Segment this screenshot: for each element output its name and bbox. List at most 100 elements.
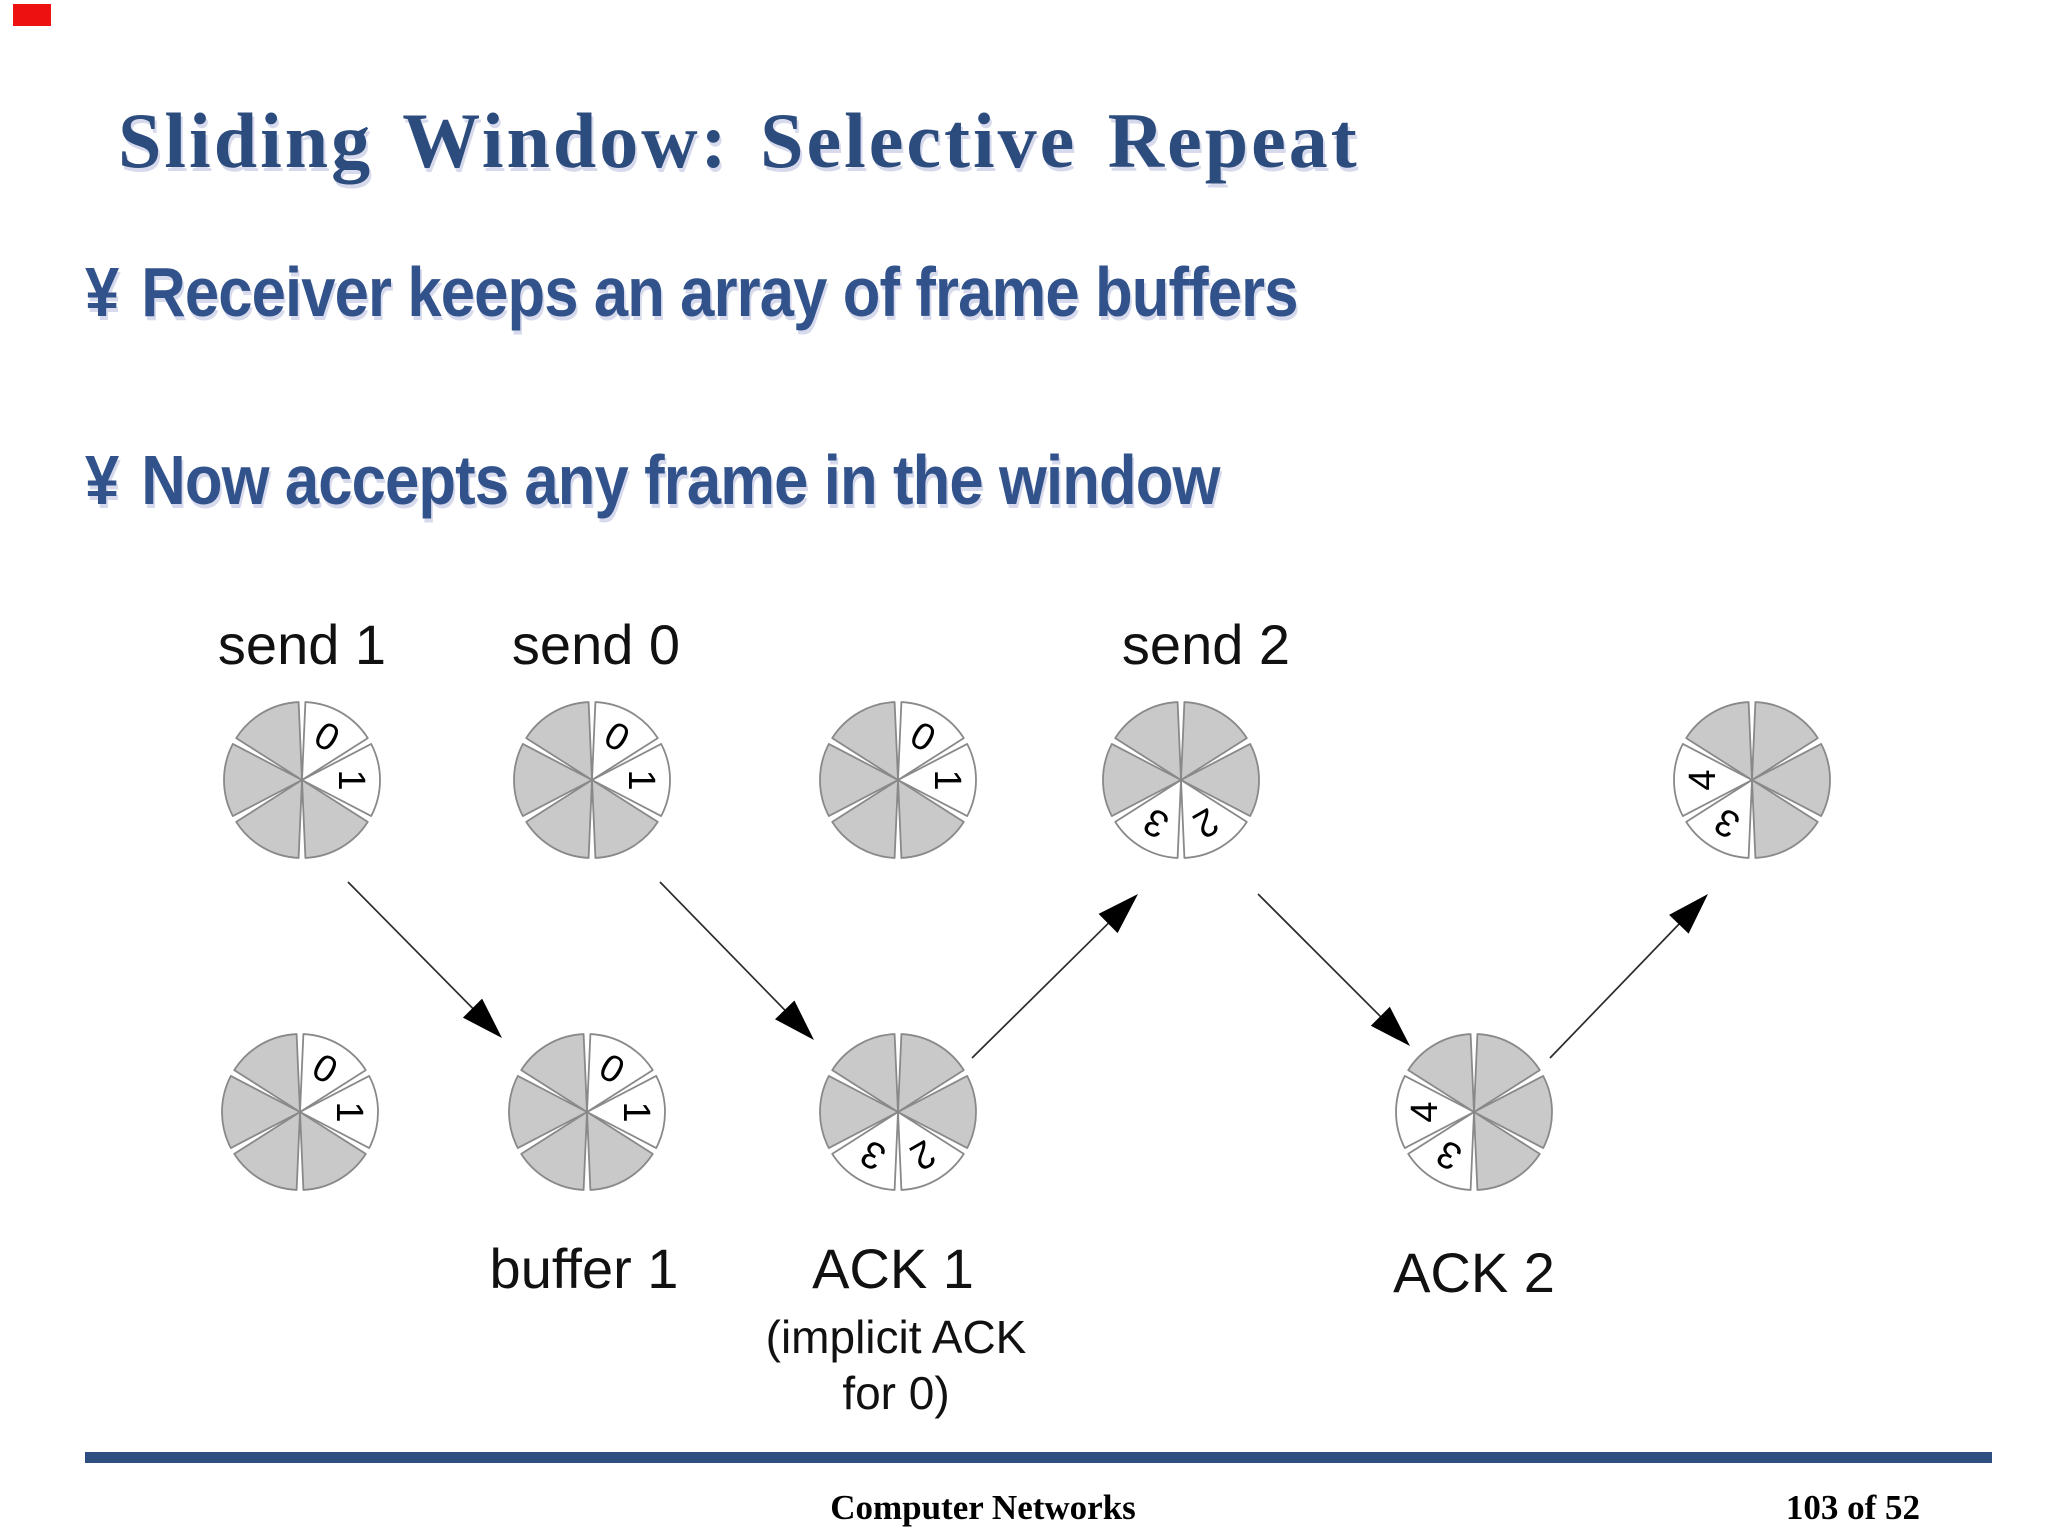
window-wheel-window-mid: 01	[819, 701, 977, 859]
wheel-sector-0	[897, 1033, 965, 1113]
wheel-sector-3	[525, 779, 593, 859]
sequence-number-1: 1	[926, 769, 968, 790]
label-ack-1-note-line2: for 0)	[842, 1367, 950, 1419]
wheel-sector-1	[1180, 743, 1260, 817]
wheel-sector-4	[508, 1075, 588, 1149]
window-wheel-ack-2: 34	[1395, 1033, 1553, 1191]
window-wheel-receiver-start: 01	[221, 1033, 379, 1191]
page-title: Sliding Window: Selective Repeat	[118, 97, 1360, 184]
wheel-sector-1	[1473, 1075, 1553, 1149]
wheel-sector-0	[591, 701, 659, 781]
wheel-sector-4	[1102, 743, 1182, 817]
wheel-sector-2	[591, 779, 659, 859]
wheel-sector-4	[1395, 1075, 1475, 1149]
transmission-arrow-head-0	[462, 998, 502, 1038]
transmission-arrow-line-1	[659, 881, 799, 1025]
wheel-sector-4	[819, 1075, 899, 1149]
wheel-sector-2	[301, 779, 369, 859]
window-wheel-buffer-1: 01	[508, 1033, 666, 1191]
wheel-sector-3	[1685, 779, 1753, 859]
label-ack-2: ACK 2	[1393, 1241, 1555, 1304]
window-wheel-window-top-right: 34	[1673, 701, 1831, 859]
transmission-arrow-head-3	[1370, 1006, 1410, 1046]
wheel-sector-1	[897, 743, 977, 817]
transmission-arrow-head-4	[1669, 894, 1708, 934]
sequence-number-1: 1	[615, 1101, 657, 1122]
wheel-sector-4	[819, 743, 899, 817]
wheel-sector-1	[299, 1075, 379, 1149]
bullet-receiver-buffers: ¥ Receiver keeps an array of frame buffer…	[85, 252, 1298, 332]
wheel-sector-5	[831, 701, 899, 781]
wheel-sector-2	[897, 1111, 965, 1191]
wheel-sector-0	[897, 701, 965, 781]
wheel-sector-5	[831, 1033, 899, 1113]
wheel-sector-3	[1114, 779, 1182, 859]
transmission-arrow-head-2	[1098, 894, 1138, 934]
sequence-number-1: 1	[620, 769, 662, 790]
wheel-sector-2	[299, 1111, 367, 1191]
bullet-text: Receiver keeps an array of frame buffers	[141, 253, 1298, 331]
transmission-arrow-line-3	[1257, 893, 1395, 1031]
wheel-sector-1	[897, 1075, 977, 1149]
wheel-sector-1	[591, 743, 671, 817]
bullet-marker: ¥	[85, 441, 119, 519]
sequence-number-1: 1	[328, 1101, 370, 1122]
wheel-sector-5	[1114, 701, 1182, 781]
wheel-sector-5	[235, 701, 303, 781]
wheel-sector-0	[1180, 701, 1248, 781]
wheel-sector-2	[1473, 1111, 1541, 1191]
wheel-sector-3	[235, 779, 303, 859]
transmission-arrow-line-0	[347, 881, 487, 1023]
wheel-sector-3	[233, 1111, 301, 1191]
wheel-sector-1	[1751, 743, 1831, 817]
window-wheel-send-1: 01	[223, 701, 381, 859]
wheel-sector-0	[1473, 1033, 1541, 1113]
wheel-sector-3	[520, 1111, 588, 1191]
wheel-sector-3	[1407, 1111, 1475, 1191]
label-send-1: send 1	[217, 613, 387, 676]
wheel-sector-3	[831, 1111, 899, 1191]
bullet-accepts-window: ¥ Now accepts any frame in the window	[85, 440, 1220, 520]
bullet-text: Now accepts any frame in the window	[141, 441, 1220, 519]
footer-divider	[85, 1452, 1992, 1463]
wheel-sector-2	[1751, 779, 1819, 859]
wheel-sector-2	[897, 779, 965, 859]
label-ack-1: ACK 1	[812, 1237, 974, 1300]
wheel-sector-2	[586, 1111, 654, 1191]
window-wheel-send-0: 01	[513, 701, 671, 859]
wheel-sector-0	[299, 1033, 367, 1113]
label-send-2: send 2	[1121, 613, 1291, 676]
footer-page-number: 103 of 52	[1785, 1488, 1920, 1527]
wheel-sector-1	[301, 743, 381, 817]
footer-course-title: Computer Networks	[830, 1488, 1136, 1527]
wheel-sector-0	[1751, 701, 1819, 781]
sequence-number-4: 4	[1682, 769, 1724, 790]
wheel-sector-1	[586, 1075, 666, 1149]
wheel-sector-4	[223, 743, 303, 817]
wheel-sector-4	[1673, 743, 1753, 817]
transmission-arrow-head-1	[775, 1000, 814, 1040]
wheel-sector-3	[831, 779, 899, 859]
wheel-sector-2	[1180, 779, 1248, 859]
wheel-sector-4	[513, 743, 593, 817]
sequence-number-4: 4	[1404, 1101, 1446, 1122]
label-ack-1-note-line1: (implicit ACK	[765, 1311, 1027, 1363]
window-wheel-ack-1: 23	[819, 1033, 977, 1191]
transmission-arrow-line-2	[971, 909, 1123, 1059]
sequence-number-1: 1	[330, 769, 372, 790]
wheel-sector-0	[586, 1033, 654, 1113]
wheel-sector-5	[233, 1033, 301, 1113]
label-buffer-1: buffer 1	[489, 1237, 679, 1300]
red-corner-mark	[13, 4, 51, 26]
wheel-sector-5	[520, 1033, 588, 1113]
label-send-0: send 0	[511, 613, 681, 676]
bullet-marker: ¥	[85, 253, 119, 331]
transmission-arrow-line-4	[1549, 910, 1693, 1059]
wheel-sector-0	[301, 701, 369, 781]
wheel-sector-5	[525, 701, 593, 781]
wheel-sector-5	[1685, 701, 1753, 781]
wheel-sector-4	[221, 1075, 301, 1149]
wheel-sector-5	[1407, 1033, 1475, 1113]
